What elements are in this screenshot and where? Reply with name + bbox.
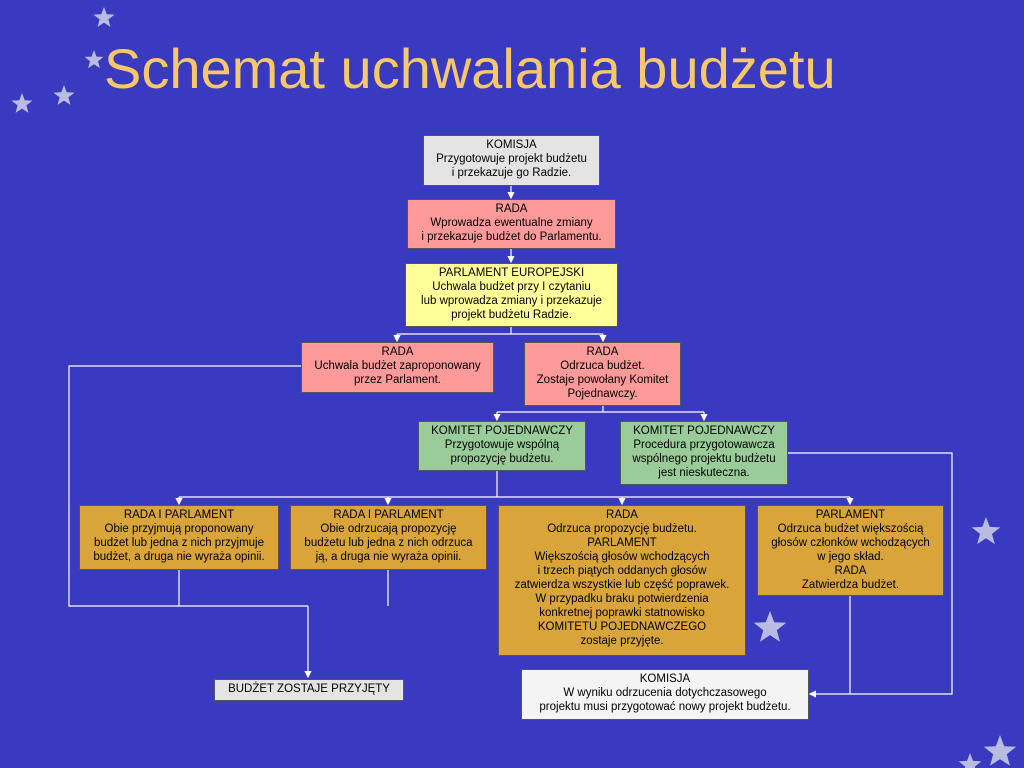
- box-line: Odrzuca budżet.: [560, 360, 645, 372]
- box-line: PARLAMENT: [815, 509, 886, 521]
- box-line: zatwierdza wszystkie lub część poprawek.: [514, 579, 730, 591]
- box-line: KOMISJA: [639, 673, 691, 685]
- box-line: KOMITET POJEDNAWCZY: [633, 425, 775, 437]
- page-title: Schemat uchwalania budżetu: [104, 37, 836, 100]
- box-line: KOMITETU POJEDNAWCZEGO: [537, 621, 707, 633]
- star-icon: [971, 517, 1001, 545]
- box-line: PARLAMENT: [587, 537, 657, 549]
- box-line: RADA: [586, 346, 619, 358]
- box-line: Wprowadza ewentualne zmiany: [430, 217, 593, 229]
- box-line: Obie przyjmują proponowany: [104, 523, 254, 535]
- arrow-komitet-fail-komisja: [788, 452, 953, 698]
- box-line: i przekazuje budżet do Parlamentu.: [421, 231, 602, 243]
- box-rada-1: RADA Wprowadza ewentualne zmiany i przekaz…: [407, 199, 616, 249]
- box-line: RADA: [381, 346, 414, 358]
- star-icon: [93, 7, 115, 27]
- box-line: RADA: [495, 203, 528, 215]
- connector-rada-accept-path: [68, 365, 308, 607]
- box-budget-adopted: BUDŻET ZOSTAJE PRZYJĘTY: [214, 679, 404, 701]
- box-line: jest nieskuteczna.: [658, 467, 750, 479]
- box-line: Przygotowuje wspólną: [444, 439, 560, 451]
- box-line: i przekazuje go Radzie.: [451, 167, 572, 179]
- box-line: RADA: [606, 509, 638, 521]
- box-line: ją, a druga nie wyraża opinii.: [315, 551, 462, 563]
- box-line: Uchwala budżet przy I czytaniu: [432, 281, 591, 293]
- box-line: Uchwala budżet zaproponowany: [314, 360, 481, 372]
- box-line: konkretnej poprawki statnowisko: [539, 607, 705, 619]
- box-line: KOMITET POJEDNAWCZY: [431, 425, 573, 437]
- star-icon: [983, 735, 1017, 766]
- box-rada-accept: RADA Uchwala budżet zaproponowany przez Pa…: [301, 342, 494, 393]
- box-line: budżet, a druga nie wyraża opinii.: [93, 551, 265, 563]
- star-icon: [53, 85, 75, 105]
- box-line: w jego skład.: [817, 551, 884, 563]
- box-komisja-1: KOMISJA Przygotowuje projekt budżetu i prz…: [423, 135, 600, 186]
- box-line: projektu musi przygotować nowy projekt b…: [539, 701, 791, 713]
- box-line: RADA I PARLAMENT: [333, 509, 444, 521]
- box-both-reject: RADA I PARLAMENT Obie odrzucają propozycj…: [290, 505, 487, 570]
- box-line: propozycję budżetu.: [450, 453, 554, 465]
- box-line: W wyniku odrzucenia dotychczasowego: [563, 687, 767, 699]
- box-both-accept: RADA I PARLAMENT Obie przyjmują proponowa…: [79, 505, 279, 570]
- star-icon: [753, 611, 787, 642]
- box-line: Przygotowuje projekt budżetu: [436, 153, 587, 165]
- box-line: budżetu lub jedna z nich odrzuca: [304, 537, 473, 549]
- box-line: W przypadku braku potwierdzenia: [535, 593, 709, 605]
- box-line: KOMISJA: [486, 139, 537, 151]
- box-line: Pojednawczy.: [567, 388, 638, 400]
- box-parlament-rada-accept: PARLAMENT Odrzuca budżet większością głosó…: [757, 505, 944, 596]
- box-line: Zatwierdza budżet.: [801, 579, 900, 591]
- box-line: BUDŻET ZOSTAJE PRZYJĘTY: [228, 683, 390, 695]
- box-komitet-fail: KOMITET POJEDNAWCZY Procedura przygotowaw…: [620, 421, 788, 485]
- box-line: i trzech piątych oddanych głosów: [537, 565, 707, 577]
- box-line: zostaje przyjęte.: [580, 635, 664, 647]
- box-line: Większością głosów wchodzących: [534, 551, 710, 563]
- box-line: Zostaje powołany Komitet: [536, 374, 669, 386]
- box-komisja-new: KOMISJA W wyniku odrzucenia dotychczasowe…: [521, 669, 809, 720]
- box-line: RADA: [834, 565, 867, 577]
- box-line: PARLAMENT EUROPEJSKI: [438, 267, 585, 279]
- box-komitet-success: KOMITET POJEDNAWCZY Przygotowuje wspólną p…: [418, 421, 586, 471]
- box-line: Odrzuca propozycję budżetu.: [547, 523, 697, 535]
- box-line: Odrzuca budżet większością: [777, 523, 924, 535]
- box-line: budżet lub jedna z nich przyjmuje: [93, 537, 265, 549]
- box-line: wspólnego projektu budżetu: [632, 453, 776, 465]
- box-line: przez Parlament.: [354, 374, 441, 386]
- box-line: głosów członków wchodzących: [771, 537, 930, 549]
- box-rada-parlament-override: RADA Odrzuca propozycję budżetu. PARLAMENT…: [498, 505, 746, 656]
- box-line: lub wprowadza zmiany i przekazuje: [421, 295, 602, 307]
- star-icon: [11, 93, 33, 113]
- box-line: RADA I PARLAMENT: [123, 509, 235, 521]
- box-parlament-europejski: PARLAMENT EUROPEJSKI Uchwala budżet przy …: [405, 263, 618, 327]
- box-line: Procedura przygotowawcza: [633, 439, 775, 451]
- star-icon: [84, 50, 104, 69]
- box-line: projekt budżetu Radzie.: [451, 309, 572, 321]
- box-line: Obie odrzucają propozycję: [320, 523, 457, 535]
- box-rada-reject: RADA Odrzuca budżet. Zostaje powołany Komi…: [524, 342, 681, 406]
- star-icon: [958, 753, 982, 768]
